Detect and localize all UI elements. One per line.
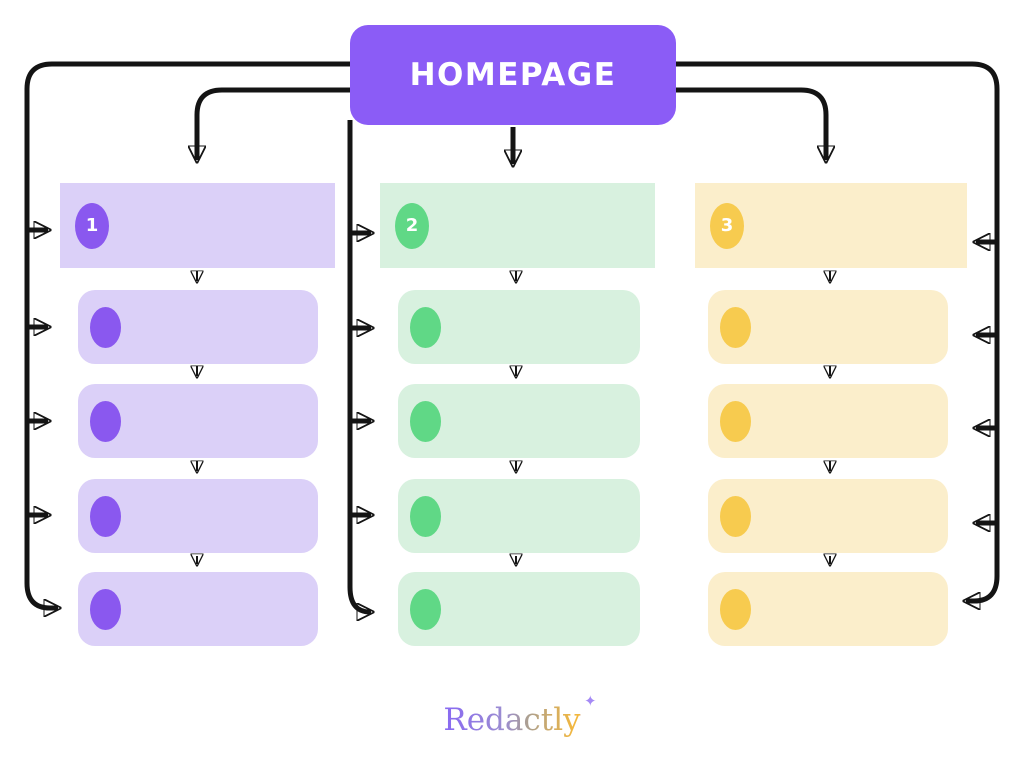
redactly-logo: Redactly ✦ <box>443 692 596 738</box>
item-bullet-icon <box>410 400 441 442</box>
section-2-header-node: 2 <box>380 183 655 268</box>
section-3-item-node <box>708 572 948 646</box>
section-1-badge: 1 <box>75 202 109 249</box>
sparkle-icon: ✦ <box>584 692 597 710</box>
item-bullet-icon <box>720 495 751 537</box>
redactly-logo-text: Redactly <box>443 702 581 738</box>
section-1-header-node: 1 <box>60 183 335 268</box>
item-bullet-icon <box>410 588 441 630</box>
section-1-item-node <box>78 290 318 364</box>
item-bullet-icon <box>90 400 121 442</box>
item-bullet-icon <box>90 495 121 537</box>
section-1-item-node <box>78 572 318 646</box>
section-1-item-node <box>78 479 318 553</box>
item-bullet-icon <box>90 588 121 630</box>
homepage-label: HOMEPAGE <box>409 57 617 93</box>
item-bullet-icon <box>410 495 441 537</box>
section-3-item-node <box>708 479 948 553</box>
section-2-item-node <box>398 384 640 458</box>
section-3-badge: 3 <box>710 202 744 249</box>
section-2-badge: 2 <box>395 202 429 249</box>
item-bullet-icon <box>720 588 751 630</box>
section-3-item-node <box>708 384 948 458</box>
section-3-header-node: 3 <box>695 183 967 268</box>
section-3-item-node <box>708 290 948 364</box>
section-1-item-node <box>78 384 318 458</box>
section-2-item-node <box>398 290 640 364</box>
item-bullet-icon <box>90 306 121 348</box>
section-2-item-node <box>398 572 640 646</box>
item-bullet-icon <box>720 306 751 348</box>
section-2-item-node <box>398 479 640 553</box>
item-bullet-icon <box>410 306 441 348</box>
homepage-node: HOMEPAGE <box>350 25 676 125</box>
item-bullet-icon <box>720 400 751 442</box>
